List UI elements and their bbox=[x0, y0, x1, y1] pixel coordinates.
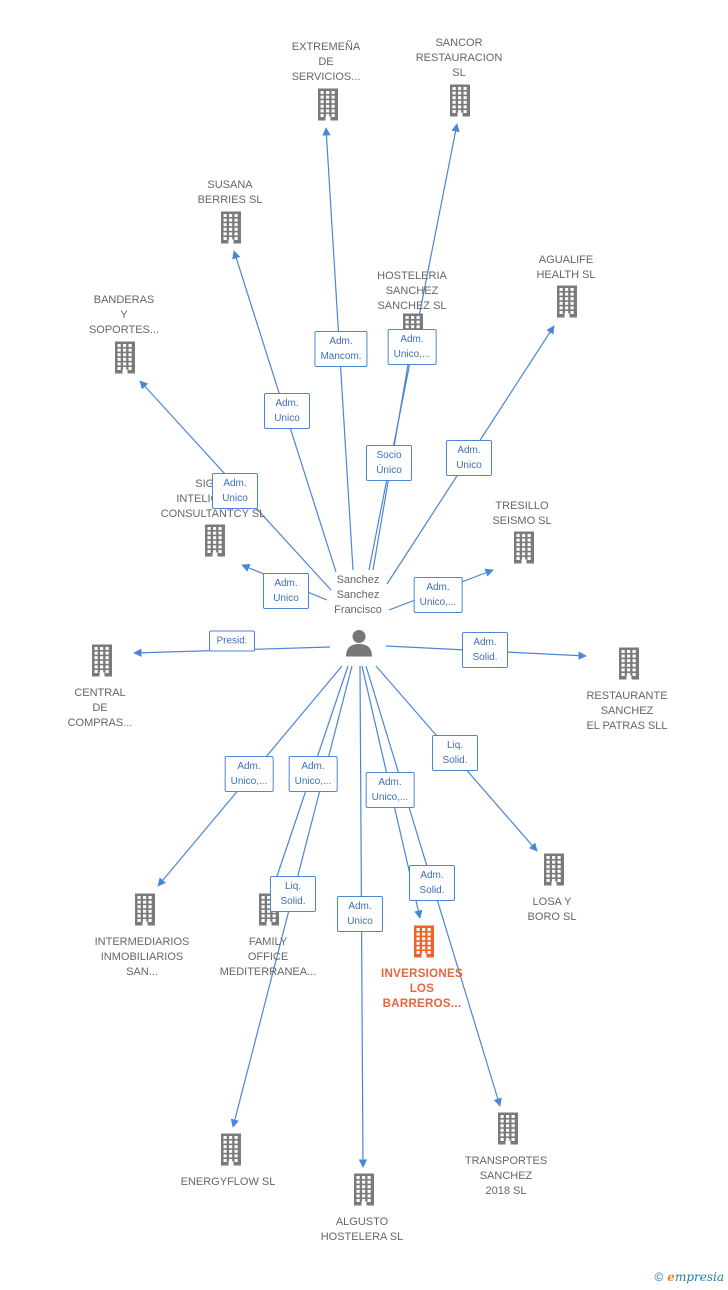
relation-label-intermediarios[interactable]: Adm. Unico,... bbox=[224, 756, 274, 792]
brand-logo: empresia bbox=[667, 1270, 724, 1284]
company-label-family[interactable]: FAMILY OFFICE MEDITERRANEA... bbox=[219, 936, 317, 978]
footer-brand: ©empresia bbox=[654, 1270, 724, 1284]
company-label-susana[interactable]: SUSANA BERRIES SL bbox=[197, 179, 263, 206]
relation-label-banderas[interactable]: Adm. Unico bbox=[212, 473, 258, 509]
building-icon-tresillo[interactable] bbox=[513, 531, 535, 570]
building-icon-sancor[interactable] bbox=[449, 84, 471, 123]
relation-label-susana[interactable]: Adm. Unico bbox=[264, 393, 310, 429]
building-icon-losa[interactable] bbox=[543, 853, 565, 892]
building-icon-agualife[interactable] bbox=[556, 285, 578, 324]
relation-label-extremena[interactable]: Adm. Mancom. bbox=[314, 331, 368, 367]
building-icon-inversiones[interactable] bbox=[413, 925, 435, 964]
building-icon-banderas[interactable] bbox=[114, 341, 136, 380]
company-label-extremena[interactable]: EXTREMEÑA DE SERVICIOS... bbox=[291, 41, 361, 83]
company-label-energyflow[interactable]: ENERGYFLOW SL bbox=[180, 1176, 276, 1188]
company-label-central[interactable]: CENTRAL DE COMPRAS... bbox=[67, 687, 133, 729]
company-label-losa[interactable]: LOSA Y BORO SL bbox=[527, 896, 577, 923]
relation-label-tresillo[interactable]: Adm. Unico,... bbox=[413, 577, 463, 613]
company-label-transportes[interactable]: TRANSPORTES SANCHEZ 2018 SL bbox=[464, 1155, 548, 1197]
building-icon-energyflow[interactable] bbox=[220, 1133, 242, 1172]
building-icon-susana[interactable] bbox=[220, 211, 242, 250]
relation-label-energyflow[interactable]: Liq. Solid. bbox=[270, 876, 316, 912]
relation-label-losa[interactable]: Liq. Solid. bbox=[432, 735, 478, 771]
company-label-banderas[interactable]: BANDERAS Y SOPORTES... bbox=[88, 294, 160, 336]
relation-label-agualife[interactable]: Adm. Unico bbox=[446, 440, 492, 476]
person-label: Sanchez Sanchez Francisco bbox=[334, 574, 382, 616]
building-icon-restaurante[interactable] bbox=[618, 647, 640, 686]
building-icon-transportes[interactable] bbox=[497, 1112, 519, 1151]
relation-label-sancor[interactable]: Socio Único bbox=[366, 445, 412, 481]
company-label-sancor[interactable]: SANCOR RESTAURACION SL bbox=[415, 37, 503, 79]
relation-label-transportes[interactable]: Adm. Solid. bbox=[409, 865, 455, 901]
relation-label-algusto[interactable]: Adm. Unico bbox=[337, 896, 383, 932]
company-label-agualife[interactable]: AGUALIFE HEALTH SL bbox=[536, 254, 596, 281]
company-label-inversiones[interactable]: INVERSIONES LOS BARREROS... bbox=[381, 968, 463, 1010]
building-icon-extremena[interactable] bbox=[317, 88, 339, 127]
relation-label-hosteleria[interactable]: Adm. Unico,... bbox=[387, 329, 437, 365]
company-label-restaurante[interactable]: RESTAURANTE SANCHEZ EL PATRAS SLL bbox=[586, 690, 668, 732]
building-icon-central[interactable] bbox=[91, 644, 113, 683]
relation-label-family[interactable]: Adm. Unico,... bbox=[288, 756, 338, 792]
company-label-hosteleria[interactable]: HOSTELERIA SANCHEZ SANCHEZ SL bbox=[377, 270, 447, 312]
company-label-intermediarios[interactable]: INTERMEDIARIOS INMOBILIARIOS SAN... bbox=[94, 936, 190, 978]
building-icon-intermediarios[interactable] bbox=[134, 893, 156, 932]
company-label-tresillo[interactable]: TRESILLO SEISMO SL bbox=[492, 500, 552, 527]
building-icon-sigma[interactable] bbox=[204, 524, 226, 563]
person-icon[interactable] bbox=[344, 628, 374, 663]
company-label-algusto[interactable]: ALGUSTO HOSTELERA SL bbox=[320, 1216, 404, 1243]
relation-label-sigma[interactable]: Adm. Unico bbox=[263, 573, 309, 609]
relation-label-inversiones[interactable]: Adm. Unico,... bbox=[365, 772, 415, 808]
building-icon-algusto[interactable] bbox=[353, 1173, 375, 1212]
relation-label-restaurante[interactable]: Adm. Solid. bbox=[462, 632, 508, 668]
relation-label-central[interactable]: Presid. bbox=[209, 630, 255, 652]
copyright-symbol: © bbox=[654, 1270, 664, 1284]
